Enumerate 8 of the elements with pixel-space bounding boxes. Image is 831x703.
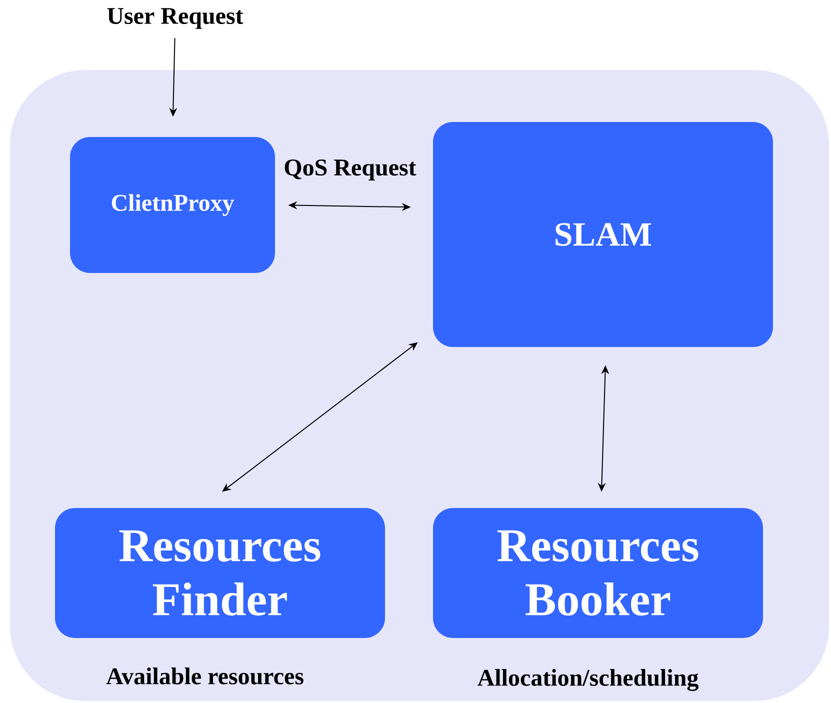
process-box: ClietnProxy — [70, 137, 275, 273]
input-label: User Request — [107, 8, 244, 29]
node-label: Available resources — [106, 668, 304, 684]
edge-label: QoS Request — [282, 158, 418, 182]
node-label: Allocation/scheduling — [478, 669, 698, 691]
process-box: Resources Booker — [433, 508, 763, 638]
process-box: SLAM — [433, 122, 773, 347]
process-box: Resources Finder — [55, 508, 385, 638]
